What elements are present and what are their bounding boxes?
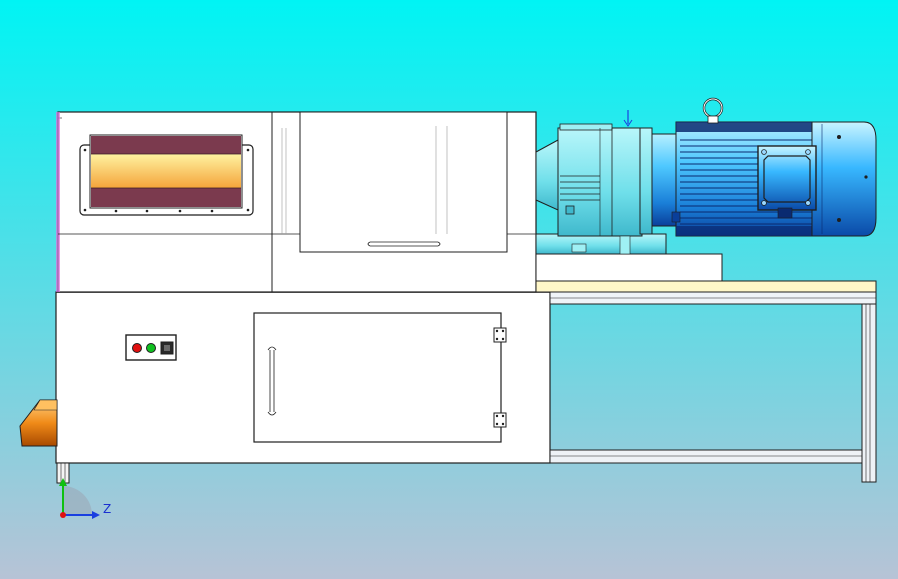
band-top (91, 136, 241, 154)
band-bottom (91, 188, 241, 207)
door-hinge-top (493, 327, 507, 343)
door-hinge-bottom (493, 412, 507, 428)
red-button[interactable] (132, 343, 142, 353)
electric-motor[interactable] (671, 97, 877, 237)
lifting-eye-icon (702, 97, 724, 124)
band-middle (91, 154, 241, 188)
green-button[interactable] (146, 343, 156, 353)
axis-z-label: Z (103, 502, 112, 516)
sight-window[interactable] (79, 134, 254, 216)
access-door[interactable] (253, 312, 507, 443)
axis-triad-icon (59, 478, 100, 519)
terminal-box[interactable] (757, 145, 817, 219)
gearbox[interactable] (535, 110, 679, 255)
control-panel[interactable] (125, 334, 177, 361)
discharge-chute[interactable] (19, 399, 58, 447)
motor-base-plate[interactable] (535, 253, 723, 282)
support-frame[interactable] (535, 280, 877, 483)
